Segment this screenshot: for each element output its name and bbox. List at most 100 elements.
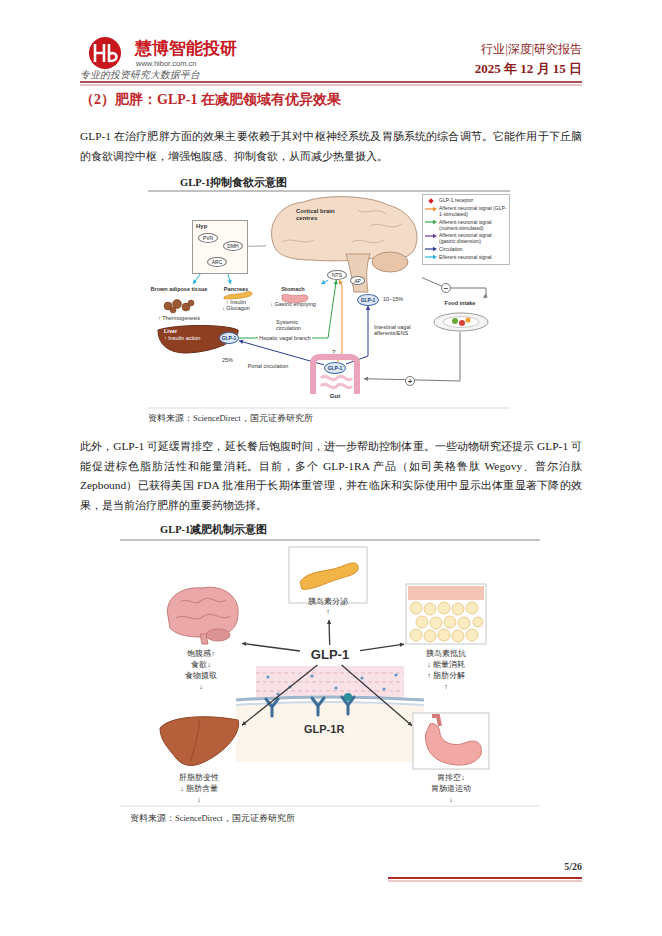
- organ-node: Brown adipose tissue ↑ Thermogenesis: [150, 284, 208, 322]
- text-label: GLP-1抑制食欲示意图: [180, 177, 287, 190]
- legend-row: Efferent neuronal signal: [425, 254, 507, 261]
- text-label: ↓ Glucagon: [222, 305, 250, 312]
- label-holder: 资料来源：ScienceDirect，国元证券研究所: [148, 413, 313, 423]
- art-part: [466, 602, 478, 614]
- receptor-symbol: [266, 697, 354, 716]
- label-holder: 此外，GLP-1 可延缓胃排空，延长餐后饱腹时间，进一步帮助控制体重。一些动物研…: [80, 437, 582, 515]
- label-holder: 5/26: [564, 861, 582, 873]
- connector: [242, 665, 318, 725]
- text-label: GLP-1: [328, 365, 343, 371]
- connector: [422, 278, 486, 298]
- legend-row: Circulation: [425, 246, 507, 253]
- art-part: [452, 318, 458, 324]
- legend-line: [425, 256, 433, 257]
- text-label: Brown adipose tissue: [151, 286, 208, 292]
- arrowhead: [242, 721, 246, 725]
- text-label: AP: [354, 278, 361, 284]
- section-heading: （2）肥胖：GLP-1 在减肥领域有优异效果: [80, 92, 341, 109]
- legend-marker: [425, 233, 437, 239]
- arrowhead: [408, 722, 412, 726]
- label-holder: GLP-1 在治疗肥胖方面的效果主要依赖于其对中枢神经系统及胃肠系统的综合调节。…: [80, 127, 582, 166]
- art-part: [410, 629, 422, 641]
- legend-text: Afferent neuronal signal (nutrient-stimu…: [439, 219, 507, 231]
- membrane: [236, 702, 424, 705]
- legend-arrowhead: [433, 220, 437, 224]
- art-part: [466, 629, 478, 641]
- art-part: [473, 617, 483, 627]
- text-label: ↓ Gastric emptying: [270, 301, 316, 308]
- figure-rule: [148, 191, 510, 192]
- label-holder: GLP-1抑制食欲示意图: [180, 177, 287, 190]
- text-label: Food intake: [445, 300, 476, 307]
- cell-membrane-illustration: [236, 666, 424, 762]
- connector: [342, 665, 412, 726]
- label-holder: Systemic circulation: [276, 319, 320, 332]
- text-label: ARC: [212, 259, 223, 265]
- nucleus-oval: PVN: [198, 233, 218, 243]
- text-label: Pancreas: [224, 286, 248, 293]
- text-label: GLP-1减肥机制示意图: [160, 524, 267, 537]
- text-label: 专业的投资研究大数据平台: [80, 69, 200, 81]
- text-label: PVN: [203, 235, 213, 241]
- art-part: [266, 675, 269, 678]
- art-part: [158, 326, 238, 354]
- legend-marker: [425, 206, 437, 212]
- legend-diamond: [428, 198, 433, 203]
- connector: [193, 274, 200, 284]
- band-stripe: [256, 682, 404, 683]
- text-label: ↑ Thermogenesis: [158, 315, 200, 322]
- art-part: [321, 376, 352, 387]
- legend-text: Efferent neuronal signal: [439, 254, 492, 260]
- text-label: 胰岛素抵抗↓ 能量消耗↑ 脂肪分解↑: [426, 648, 466, 692]
- art-part: [312, 698, 324, 715]
- art-part: [408, 586, 484, 600]
- hormone-label-box: GLP-1: [300, 645, 360, 665]
- arrowhead: [483, 294, 488, 298]
- text-label: 10–15%: [383, 296, 403, 303]
- art-part: [459, 320, 465, 326]
- legend-text: GLP-1 receptor: [439, 197, 473, 203]
- art-part: [394, 673, 397, 676]
- label-holder: 慧博智能投研: [135, 39, 237, 59]
- edge-label-holder: Portal circulation: [247, 363, 290, 370]
- nucleus-oval: NTS: [327, 270, 347, 280]
- glp1-molecules: [266, 673, 397, 695]
- text-label: 此外，GLP-1 可延缓胃排空，延长餐后饱腹时间，进一步帮助控制体重。一些动物研…: [80, 437, 582, 515]
- text-label: 肝脂肪变性↓ 脂肪含量↓: [179, 772, 219, 805]
- art-part: [313, 357, 357, 394]
- text-label: GLP-1R: [304, 723, 344, 736]
- label-holder: GLP-1R: [304, 723, 344, 736]
- art-part: [200, 634, 208, 644]
- organ-card: 胰岛素分泌↑: [288, 546, 368, 620]
- figure-rule: [120, 806, 540, 807]
- glp1-circle: GLP-1: [357, 294, 379, 306]
- edge-sign: −: [441, 283, 451, 293]
- arrowhead: [242, 642, 246, 646]
- organ-card: 胰岛素抵抗↓ 能量消耗↑ 脂肪分解↑: [404, 582, 488, 694]
- art-part: [176, 598, 230, 619]
- legend-marker: [425, 254, 437, 260]
- legend-box: GLP-1 receptorAfferent neuronal signal (…: [422, 194, 510, 265]
- text-label: GLP-1: [222, 335, 237, 341]
- arrowhead: [339, 280, 343, 285]
- art-part: [416, 616, 428, 628]
- art-part: [160, 717, 239, 766]
- art-part: [346, 254, 370, 292]
- label-holder: GLP-1减肥机制示意图: [160, 524, 267, 537]
- art-part: [438, 602, 450, 614]
- art-part: [310, 674, 313, 677]
- text-label: GLP-1 在治疗肥胖方面的效果主要依赖于其对中枢神经系统及胃肠系统的综合调节。…: [80, 127, 582, 166]
- legend-marker: [425, 198, 437, 204]
- art-part: [452, 630, 464, 642]
- art-part: [458, 617, 470, 629]
- figure-rule: [120, 540, 540, 541]
- footer-rule: [388, 877, 582, 879]
- legend-arrowhead: [433, 247, 437, 251]
- legend-text: Circulation: [439, 246, 463, 252]
- arrowhead: [334, 280, 338, 284]
- hypothalamus-inset: HypPVNDMHARC: [192, 220, 248, 274]
- legend-text: Afferent neuronal signal (gastric disten…: [439, 232, 507, 244]
- art-part: [410, 602, 422, 614]
